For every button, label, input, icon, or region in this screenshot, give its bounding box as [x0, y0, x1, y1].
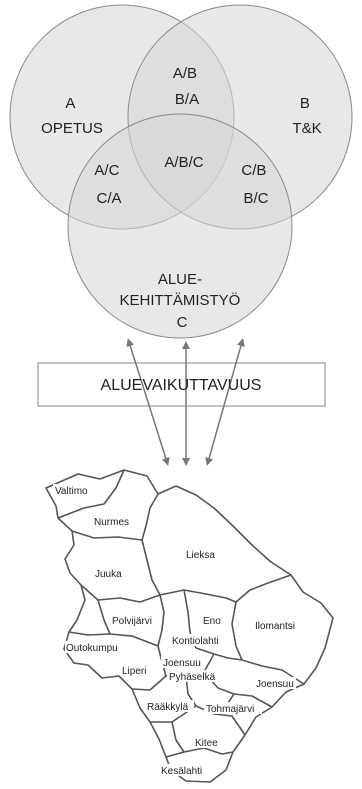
- border-outokumpu-liperi: [68, 631, 159, 647]
- border-juuka-polvijarvi: [80, 584, 161, 603]
- venn-diagram: A OPETUS B T&K ALUE- KEHITTÄMISTYÖ C A/B…: [9, 4, 353, 339]
- label-tohmajarvi: Tohmajärvi: [206, 704, 254, 715]
- label-joensuu-city: Joensuu: [163, 658, 201, 669]
- label-bg-outokumpu: [65, 641, 119, 653]
- label-ilomantsi: Ilomantsi: [255, 621, 295, 632]
- circle-c-label: ALUE- KEHITTÄMISTYÖ C: [119, 271, 244, 331]
- label-liperi: Liperi: [122, 666, 146, 677]
- arrow-left: [126, 338, 170, 466]
- label-outokumpu: Outokumpu: [66, 643, 118, 654]
- label-valtimo: Valtimo: [55, 486, 88, 497]
- border-polvijarvi-kontiolahti: [157, 594, 165, 647]
- border-juuka-lieksa: [141, 539, 161, 596]
- circle-b-label: B T&K: [292, 95, 321, 137]
- label-eno: Eno: [203, 616, 221, 627]
- label-bg-eno: [200, 614, 224, 626]
- border-joensuu-eno: [195, 647, 243, 661]
- border-kitee-west: [171, 721, 185, 753]
- label-raakkyla: Rääkkylä: [147, 702, 189, 713]
- border-nurmes-juuka: [71, 530, 143, 541]
- label-bg-valtimo: [53, 484, 89, 496]
- label-bg-juuka: [93, 567, 121, 579]
- banner-label: ALUEVAIKUTTAVUUS: [101, 377, 262, 394]
- label-polvijarvi: Polvijärvi: [112, 616, 152, 627]
- label-bg-pyhaselka: [167, 670, 219, 682]
- label-bg-kontiolahti: [171, 634, 227, 646]
- label-bg-liperi: [120, 664, 152, 676]
- border-raakkyla-north: [131, 675, 167, 691]
- arrows: [126, 338, 245, 466]
- label-bg-tohmajarvi: [204, 702, 262, 714]
- border-joensuu-east-tohmajarvi: [233, 693, 273, 708]
- municipality-labels: Valtimo Nurmes Lieksa Juuka Polvijärvi E…: [53, 484, 296, 777]
- label-bg-nurmes: [92, 515, 128, 527]
- label-kesalahti: Kesälahti: [161, 766, 202, 777]
- label-pyhaselka: Pyhäselkä: [169, 672, 216, 683]
- overlap-bc-label: C/B B/C: [241, 162, 270, 207]
- label-bg-polvijarvi: [110, 614, 158, 626]
- label-bg-raakkyla: [146, 700, 194, 712]
- label-lieksa: Lieksa: [186, 550, 215, 561]
- border-valtimo-nurmes: [57, 469, 125, 519]
- label-bg-kesalahti: [160, 764, 210, 776]
- label-kontiolahti: Kontiolahti: [172, 636, 219, 647]
- label-juuka: Juuka: [95, 569, 122, 580]
- overlap-ac-label: A/C C/A: [94, 162, 123, 207]
- label-nurmes: Nurmes: [94, 517, 129, 528]
- overlap-ab-label: A/B B/A: [173, 65, 201, 108]
- border-lieksa-ilomantsi: [235, 574, 292, 603]
- banner-box: [37, 362, 326, 407]
- label-joensuu-east: Joensuu: [256, 679, 294, 690]
- border-lieksa-eno: [159, 589, 237, 603]
- label-bg-joensuu-east: [254, 677, 296, 689]
- label-bg-joensuu-city: [161, 656, 203, 668]
- label-kitee: Kitee: [195, 738, 218, 749]
- label-bg-kitee: [193, 736, 221, 748]
- circle-c-aluekehittamistyo: [67, 113, 293, 339]
- arrow-right: [205, 338, 245, 466]
- border-polvijarvi-outokumpu: [97, 599, 111, 635]
- circle-a-label: A OPETUS: [41, 95, 103, 137]
- aluevaikuttavuus-banner: [37, 362, 326, 407]
- overlap-abc-label: A/B/C: [164, 154, 203, 171]
- border-eno-ilomantsi: [231, 601, 243, 661]
- border-nurmes-lieksa: [141, 493, 159, 541]
